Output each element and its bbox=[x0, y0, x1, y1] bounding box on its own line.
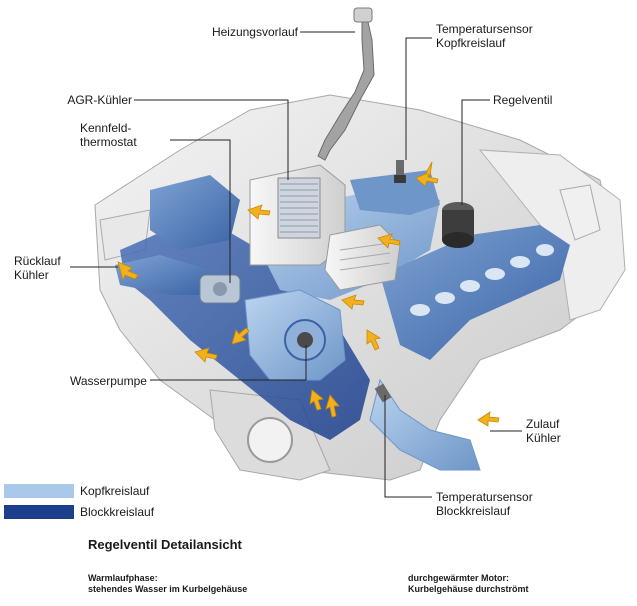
label-heizungsvorlauf: Heizungsvorlauf bbox=[211, 25, 298, 39]
label-temperatursensor-blockkreislauf: Temperatursensor Blockkreislauf bbox=[436, 490, 533, 518]
label-wasserpumpe: Wasserpumpe bbox=[70, 374, 147, 388]
leader-lines bbox=[70, 31, 522, 498]
label-line: Kühler bbox=[526, 431, 561, 445]
flow-arrows bbox=[117, 161, 500, 427]
label-ruecklauf-kuehler: Rücklauf Kühler bbox=[14, 254, 61, 282]
phase-line: Warmlaufphase: bbox=[88, 573, 158, 583]
label-line: Temperatursensor bbox=[436, 22, 533, 36]
legend-label-kopfkreislauf: Kopfkreislauf bbox=[80, 484, 150, 498]
label-line: Kühler bbox=[14, 268, 49, 282]
label-temperatursensor-kopfkreislauf: Temperatursensor Kopfkreislauf bbox=[436, 22, 533, 50]
map-thermostat bbox=[199, 274, 241, 304]
legend-label-blockkreislauf: Blockkreislauf bbox=[80, 505, 155, 519]
phase-line: durchgewärmter Motor: bbox=[408, 573, 510, 583]
detail-title: Regelventil Detailansicht bbox=[88, 537, 242, 552]
legend-swatch-blockkreislauf bbox=[4, 505, 74, 519]
phase-line: stehendes Wasser im Kurbelgehäuse bbox=[88, 584, 248, 594]
phase-warmlauf: Warmlaufphase: stehendes Wasser im Kurbe… bbox=[88, 573, 247, 595]
label-kennfeldthermostat: Kennfeld- thermostat bbox=[80, 121, 137, 149]
legend-swatch-kopfkreislauf bbox=[4, 484, 74, 498]
label-line: Blockkreislauf bbox=[436, 504, 511, 518]
label-agr-kuehler: AGR-Kühler bbox=[67, 93, 132, 107]
label-line: Kennfeld- bbox=[80, 121, 132, 135]
phase-durchgewaermt: durchgewärmter Motor: Kurbelgehäuse durc… bbox=[408, 573, 529, 595]
regulating-valve bbox=[442, 202, 474, 248]
label-line: Zulauf bbox=[526, 417, 560, 431]
label-zulauf-kuehler: Zulauf Kühler bbox=[526, 417, 561, 445]
label-line: Temperatursensor bbox=[436, 490, 533, 504]
phase-line: Kurbelgehäuse durchströmt bbox=[408, 584, 529, 594]
label-line: Kopfkreislauf bbox=[436, 36, 506, 50]
label-regelventil: Regelventil bbox=[493, 93, 553, 107]
temp-sensor-block bbox=[374, 383, 392, 403]
label-line: Rücklauf bbox=[14, 254, 61, 268]
temp-sensor-head bbox=[394, 160, 406, 183]
label-line: thermostat bbox=[80, 135, 137, 149]
